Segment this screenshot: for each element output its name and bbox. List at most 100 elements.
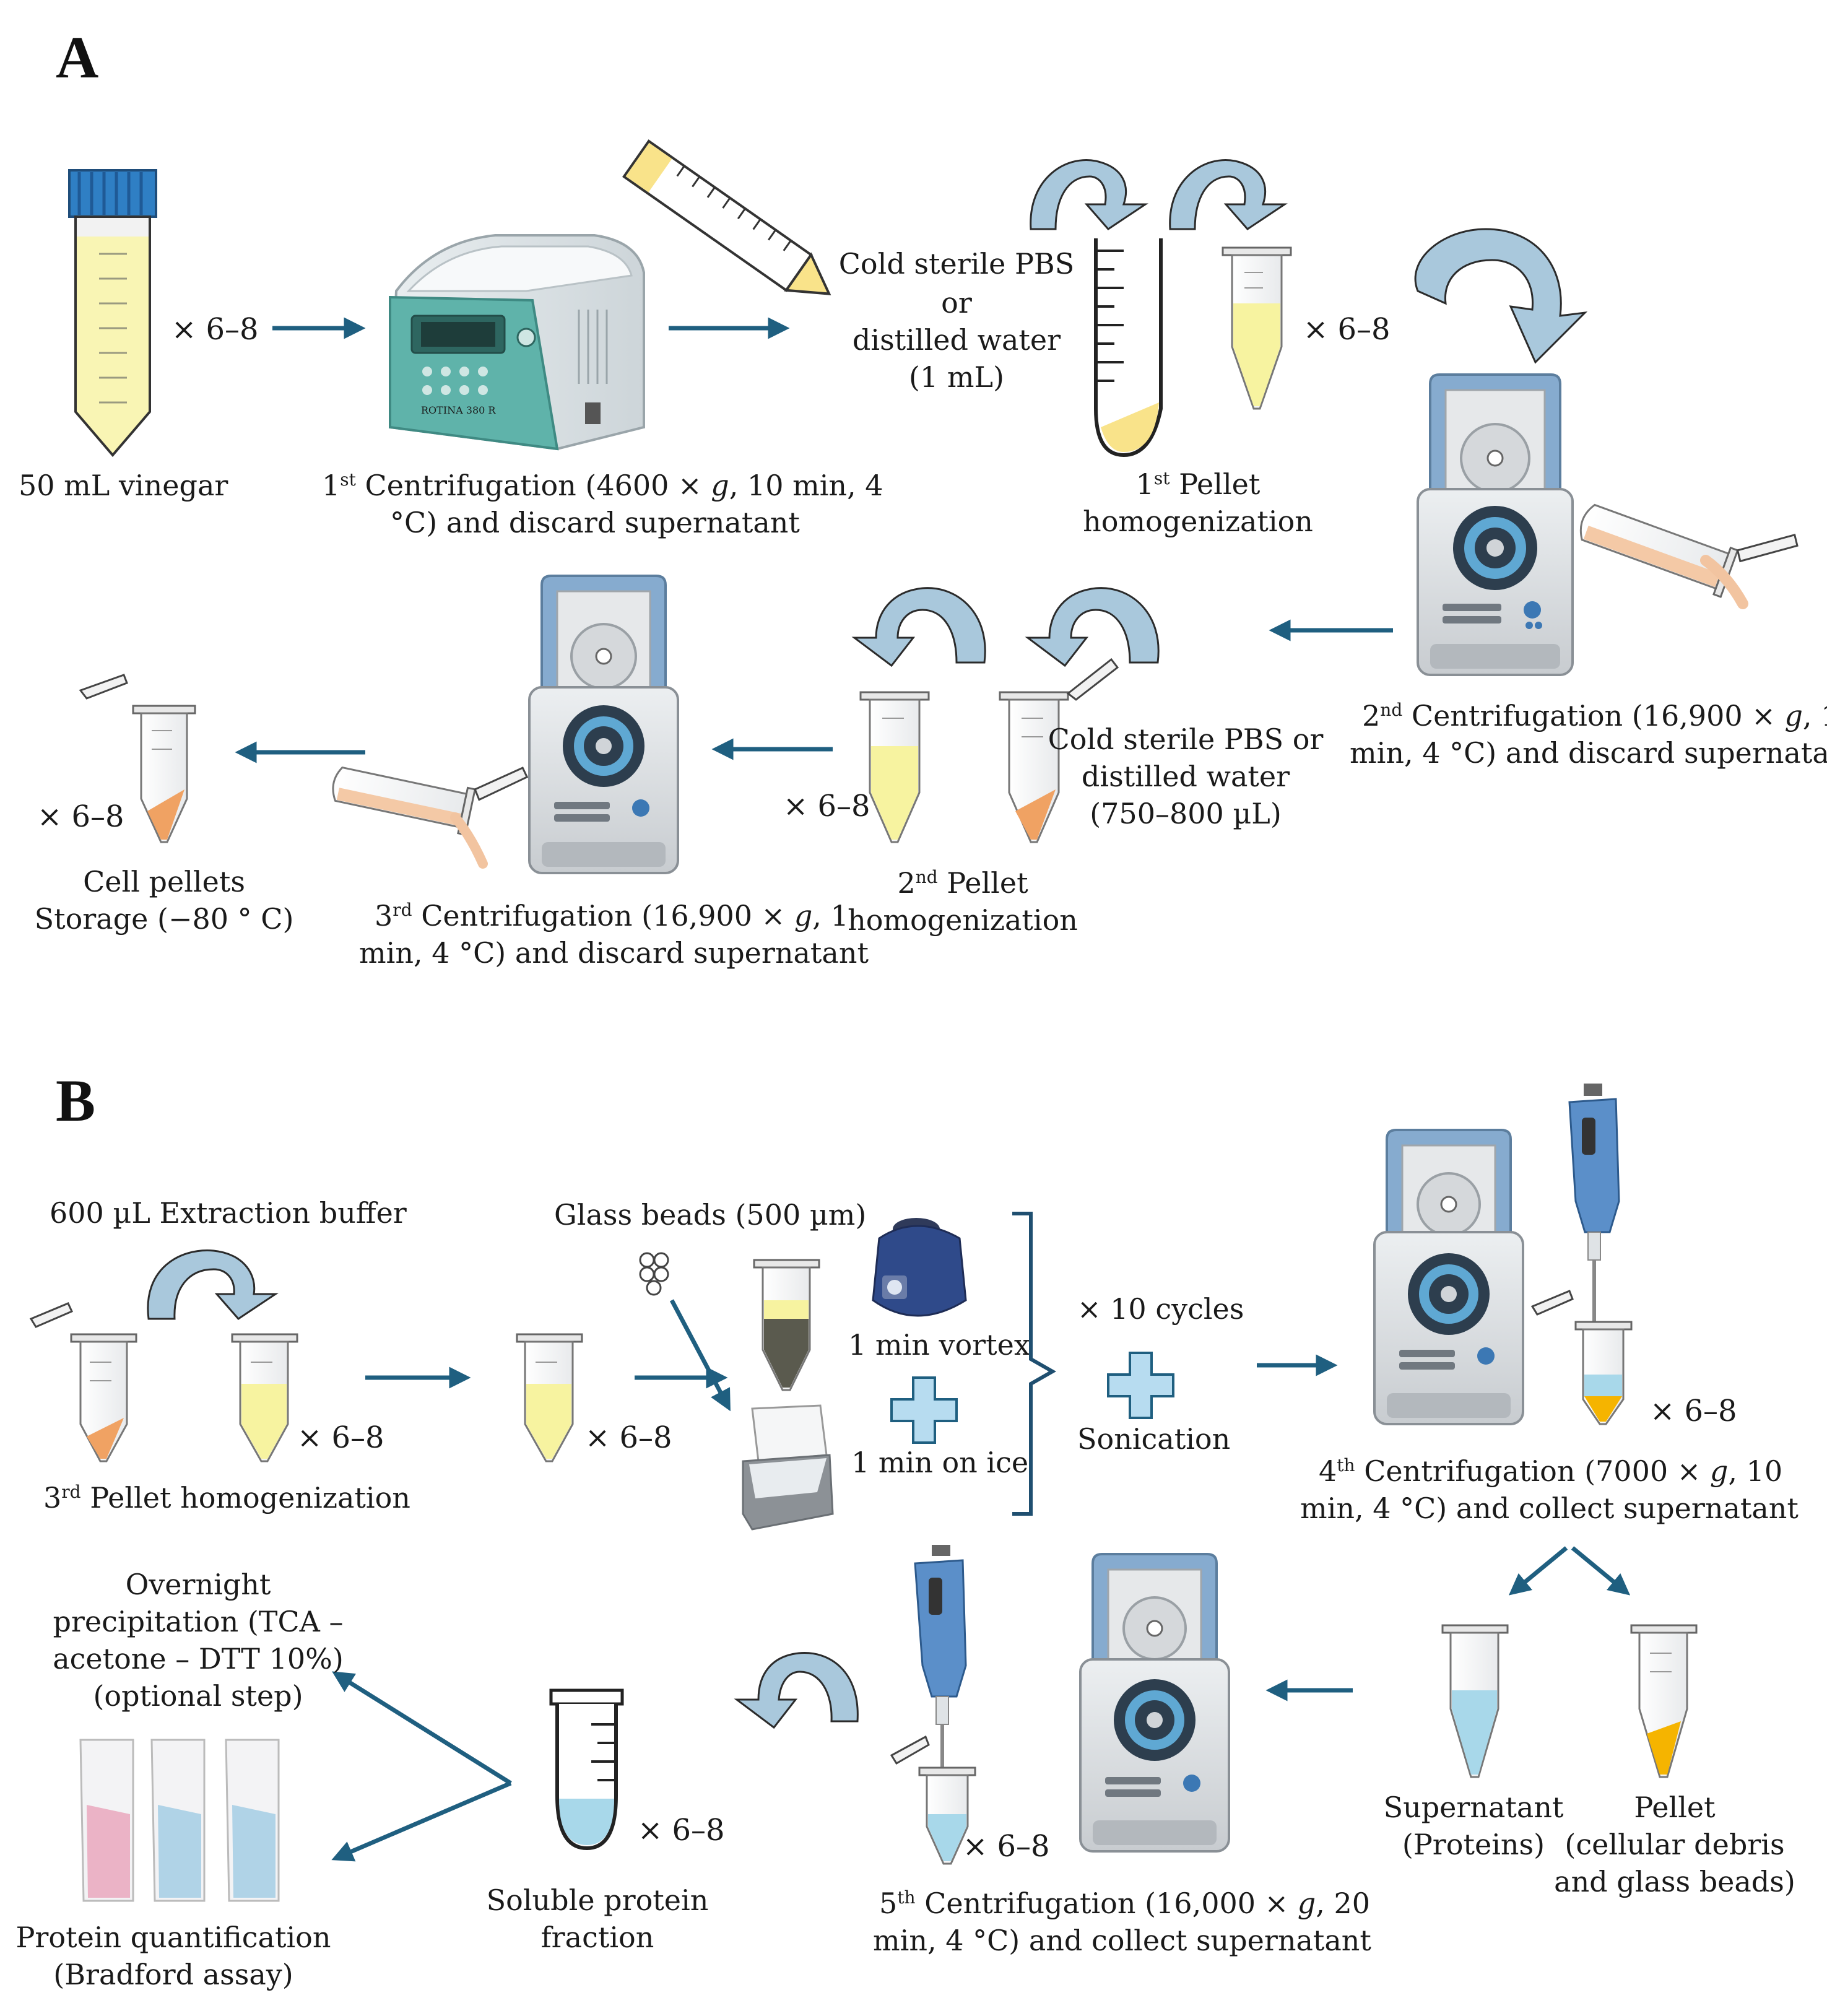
curved-arrow-icon (1030, 159, 1148, 230)
vortex-label: 1 min vortex (848, 1328, 1030, 1362)
microtube-icon (859, 691, 930, 843)
soluble-fraction-label-line1: Soluble protein (487, 1883, 709, 1917)
microtube-beads-icon (1530, 1290, 1633, 1425)
pellet-tube-icon (1630, 1624, 1698, 1778)
multiplier-label: × 6–8 (963, 1829, 1050, 1864)
dripping-supernatant-icon (1700, 555, 1748, 609)
panel-b-letter: B (56, 1067, 95, 1134)
multiplier-label: × 6–8 (638, 1813, 725, 1848)
pbs-1-label-line4: (1 mL) (909, 360, 1004, 394)
tilted-microtube-icon (1579, 503, 1799, 598)
centrifugation-2-label-line1: 2nd Centrifugation (16,900 × g, 1 (1362, 699, 1827, 732)
centrifugation-3-label-line2: min, 4 °C) and discard supernatant (359, 936, 869, 970)
vinegar-label: 50 mL vinegar (19, 469, 228, 502)
soluble-fraction-tube-icon (549, 1688, 624, 1851)
centrifugation-1-label-line2: °C) and discard supernatant (390, 506, 800, 539)
curved-arrow-icon (1025, 587, 1160, 667)
pbs-1-label-line2: or (941, 286, 972, 319)
glass-beads-label: Glass beads (500 µm) (554, 1198, 866, 1232)
microtube-pellet-icon (29, 1302, 137, 1462)
centrifugation-1-label-line1: 1st Centrifugation (4600 × g, 10 min, 4 (322, 469, 883, 502)
multiplier-label: × 6–8 (783, 789, 870, 823)
curved-arrow-icon (1414, 228, 1588, 364)
microtube-pellet-icon (999, 658, 1119, 843)
supernatant-label-line2: (Proteins) (1402, 1828, 1545, 1861)
microcentrifuge-icon (1373, 1129, 1524, 1425)
supernatant-label-line1: Supernatant (1384, 1791, 1564, 1824)
multiplier-label: × 6–8 (1303, 312, 1391, 347)
pellet-homogenization-2-line1: 2nd Pellet (897, 866, 1028, 900)
flow-arrow (1571, 1546, 1631, 1596)
quantification-label-line1: Protein quantification (15, 1921, 331, 1954)
glass-beads-icon (639, 1252, 669, 1296)
panel-a-letter: A (56, 24, 98, 90)
microtube-icon (1222, 246, 1292, 410)
plus-icon (890, 1376, 958, 1444)
flow-arrow (1508, 1546, 1568, 1596)
microcentrifuge-icon (1079, 1553, 1230, 1853)
sonication-label: Sonication (1077, 1422, 1230, 1456)
pellet-label-line2: (cellular debris (1564, 1828, 1784, 1861)
cycle-bracket (1012, 1212, 1057, 1516)
cuvettes-icon (79, 1739, 280, 1902)
centrifugation-4-label-line1: 4th Centrifugation (7000 × g, 10 (1319, 1454, 1782, 1488)
cycles-label: × 10 cycles (1077, 1292, 1244, 1326)
supernatant-tube-icon (890, 1735, 976, 1865)
centrifugation-5-label-line2: min, 4 °C) and collect supernatant (873, 1924, 1371, 1957)
microtube-icon (516, 1333, 583, 1462)
tilted-microtube-icon (332, 766, 529, 836)
pbs-2-label-line2: distilled water (1082, 760, 1290, 793)
storage-label-line1: Cell pellets (83, 865, 245, 898)
curved-arrow-icon (147, 1249, 279, 1320)
extraction-buffer-label: 600 µL Extraction buffer (50, 1196, 407, 1230)
pellet-homogenization-1-line2: homogenization (1083, 505, 1313, 538)
centrifugation-4-label-line2: min, 4 °C) and collect supernatant (1300, 1492, 1799, 1525)
falcon-tube-icon (68, 169, 157, 458)
multiplier-label: × 6–8 (1650, 1394, 1737, 1428)
ice-label: 1 min on ice (851, 1446, 1028, 1479)
curved-arrow-icon (1169, 159, 1288, 230)
microcentrifuge-icon (1417, 373, 1574, 676)
flow-arrow (332, 1671, 512, 1785)
dripping-supernatant-icon (450, 812, 488, 869)
microcentrifuge-icon (528, 575, 679, 874)
pellet-homogenization-2-line2: homogenization (848, 903, 1078, 937)
pellet-homogenization-1-line1: 1st Pellet (1136, 467, 1261, 501)
microtube-icon (231, 1333, 298, 1462)
flow-arrow (669, 1299, 731, 1412)
microtube-beads-icon (753, 1259, 820, 1391)
curved-arrow-icon (851, 587, 986, 667)
soluble-fraction-label-line2: fraction (541, 1921, 654, 1954)
multiplier-label: × 6–8 (297, 1420, 384, 1455)
precipitation-label-line1: Overnight (126, 1568, 271, 1601)
curved-arrow-icon (734, 1652, 859, 1729)
flow-arrow (331, 1781, 512, 1862)
centrifugation-2-label-line2: min, 4 °C) and discard supernatant (1350, 736, 1827, 770)
microtube-pellet-icon (79, 674, 196, 843)
centrifuge-brand-label: ROTINA 380 R (421, 404, 496, 416)
pbs-1-label-line3: distilled water (853, 323, 1061, 357)
multiplier-label: × 6–8 (37, 799, 124, 834)
pbs-2-label-line1: Cold sterile PBS or (1048, 723, 1324, 756)
precipitation-label-line2: precipitation (TCA – (53, 1605, 343, 1638)
storage-label-line2: Storage (−80 ° C) (35, 902, 294, 936)
quantification-label-line2: (Bradford assay) (53, 1958, 293, 1991)
pellet-label-line3: and glass beads) (1554, 1865, 1795, 1898)
precipitation-label-line4: (optional step) (93, 1679, 303, 1713)
centrifugation-3-label-line1: 3rd Centrifugation (16,900 × g, 1 (375, 899, 849, 932)
supernatant-tube-icon (1441, 1624, 1509, 1778)
ice-box-icon (742, 1404, 834, 1531)
tilted-tube-icon (622, 139, 831, 295)
pellet-homogenization-3-label: 3rd Pellet homogenization (43, 1481, 410, 1514)
multiplier-label: × 6–8 (585, 1420, 672, 1455)
precipitation-label-line3: acetone – DTT 10%) (53, 1642, 344, 1675)
benchtop-centrifuge-icon: ROTINA 380 R (388, 234, 645, 451)
pbs-2-label-line3: (750–800 µL) (1090, 797, 1282, 830)
vortex-mixer-icon (872, 1218, 967, 1317)
pellet-label-line1: Pellet (1634, 1791, 1716, 1824)
centrifugation-5-label-line1: 5th Centrifugation (16,000 × g, 20 (879, 1887, 1370, 1920)
plus-icon (1107, 1352, 1174, 1419)
multiplier-label: × 6–8 (171, 312, 259, 347)
